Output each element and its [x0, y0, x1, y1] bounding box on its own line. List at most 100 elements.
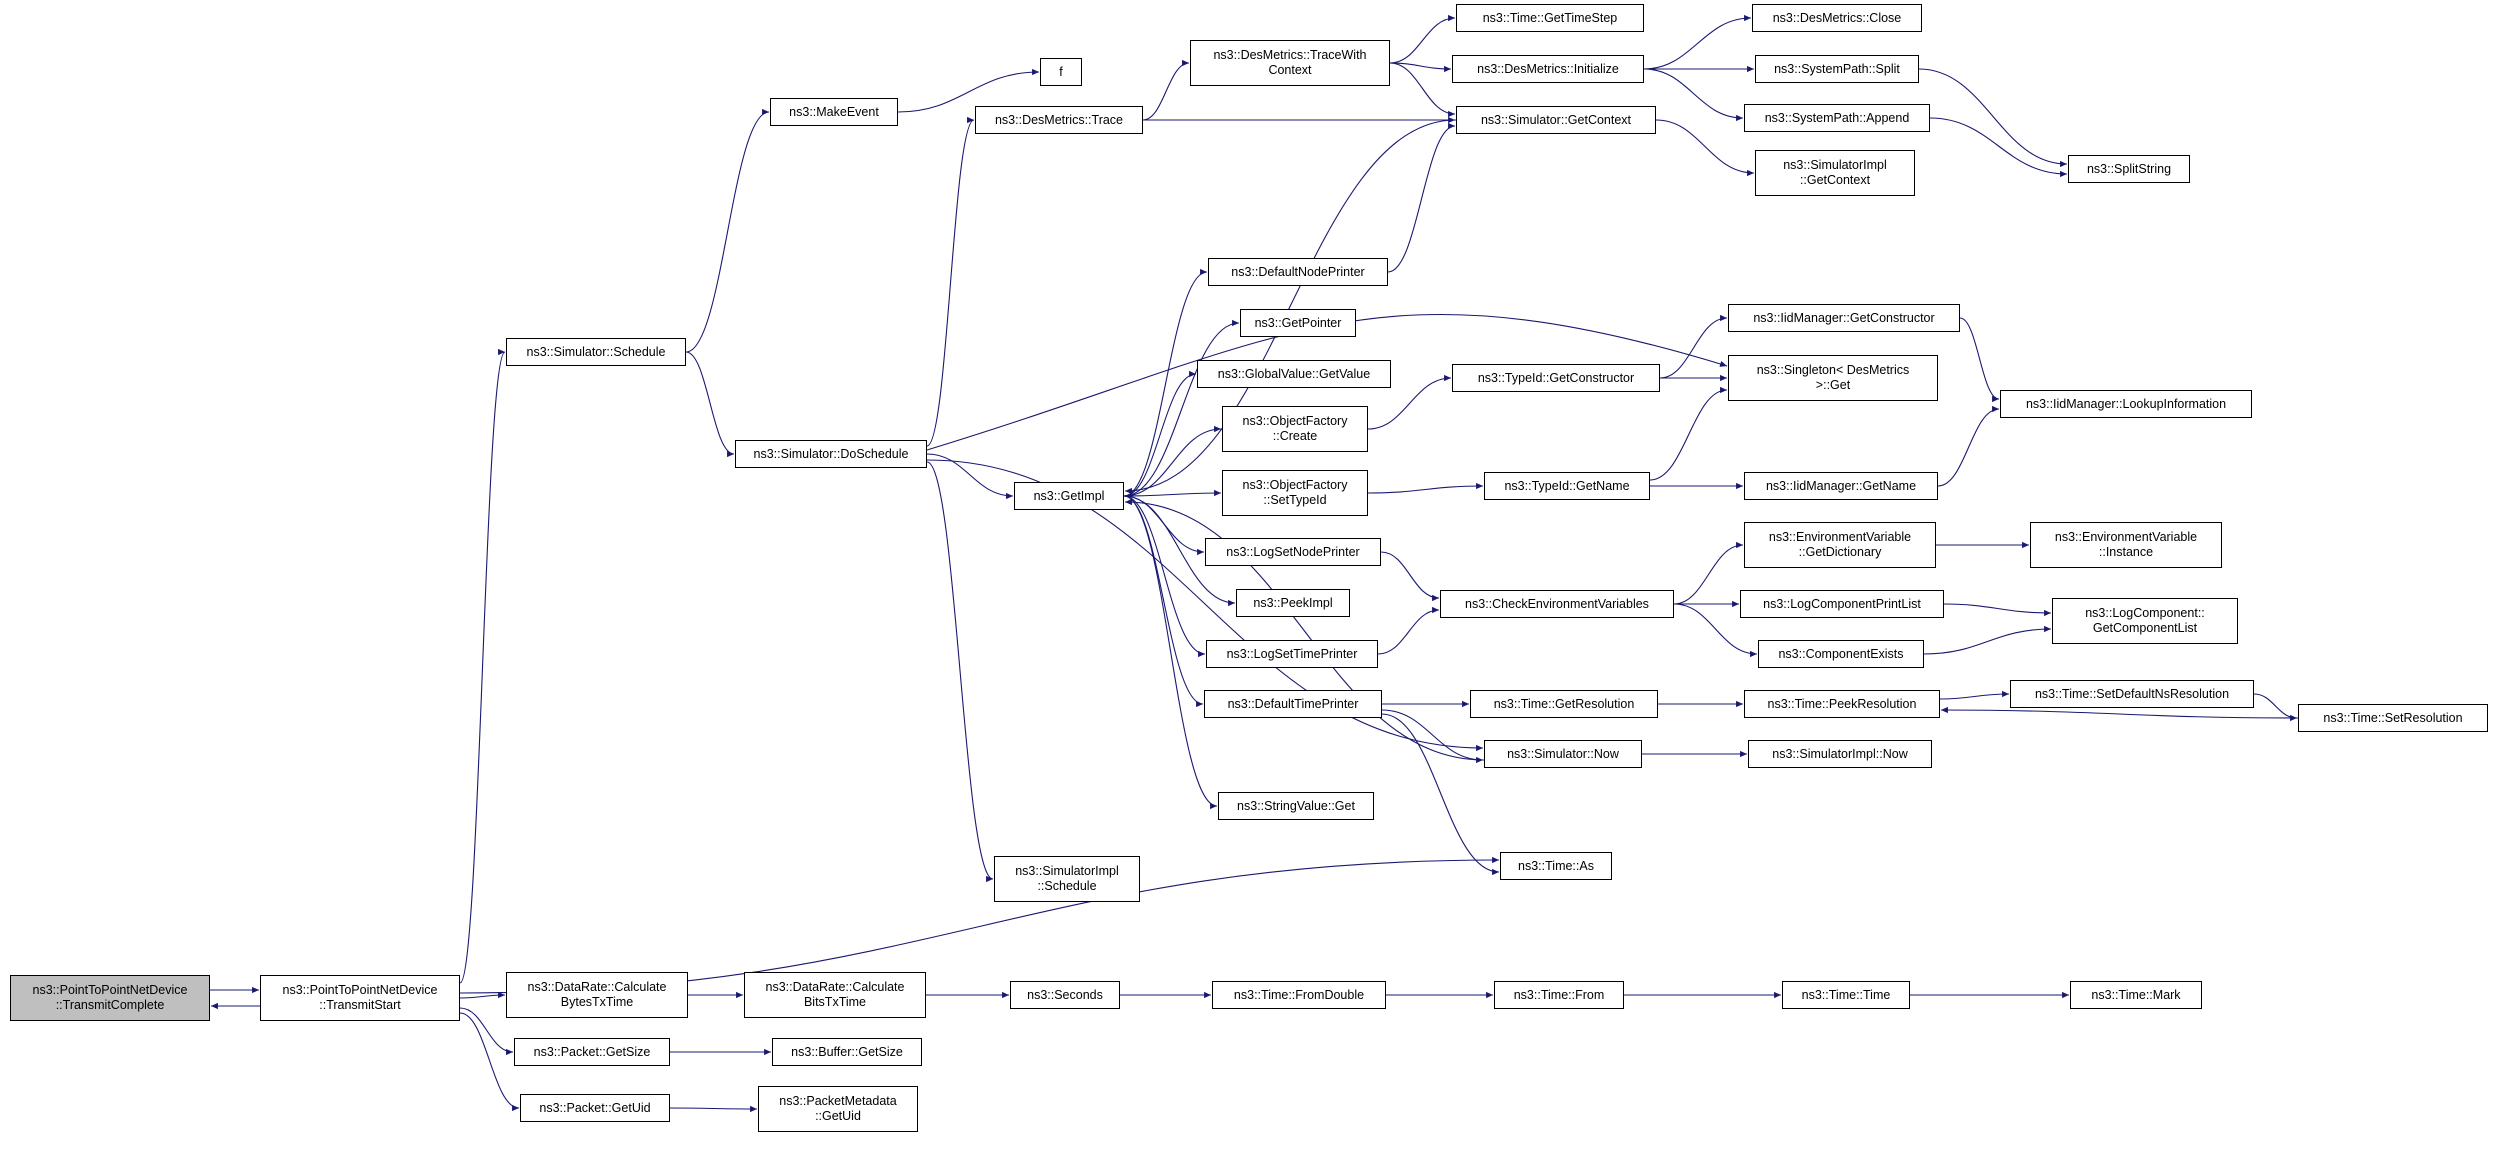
graph-node-transmit_start[interactable]: ns3::PointToPointNetDevice::TransmitStar… — [260, 975, 460, 1021]
graph-node-default_node_printer[interactable]: ns3::DefaultNodePrinter — [1208, 258, 1388, 286]
graph-node-iid_get_constructor[interactable]: ns3::IidManager::GetConstructor — [1728, 304, 1960, 332]
graph-node-from_double[interactable]: ns3::Time::FromDouble — [1212, 981, 1386, 1009]
graph-node-label: ns3::SimulatorImpl — [1015, 864, 1119, 878]
graph-node-get_context[interactable]: ns3::Simulator::GetContext — [1456, 106, 1656, 134]
call-edge-do_schedule-to-des_trace — [926, 117, 975, 447]
graph-node-transmit_complete[interactable]: ns3::PointToPointNetDevice::TransmitComp… — [10, 975, 210, 1021]
graph-node-label: ns3::Time::GetTimeStep — [1482, 10, 1618, 25]
call-edge-check_env-to-component_exists — [1673, 603, 1758, 658]
graph-node-label: ns3::Time::Time — [1801, 987, 1891, 1002]
graph-node-log_component_print_list[interactable]: ns3::LogComponentPrintList — [1740, 590, 1944, 618]
graph-node-label: BytesTxTime — [560, 995, 634, 1009]
graph-node-schedule[interactable]: ns3::Simulator::Schedule — [506, 338, 686, 366]
graph-node-impl_get_context[interactable]: ns3::SimulatorImpl::GetContext — [1755, 150, 1915, 196]
graph-node-des_close[interactable]: ns3::DesMetrics::Close — [1752, 4, 1922, 32]
graph-node-label: Context — [1268, 63, 1312, 77]
graph-node-sp_split[interactable]: ns3::SystemPath::Split — [1755, 55, 1919, 83]
graph-node-label: ns3::DefaultNodePrinter — [1231, 264, 1365, 279]
graph-node-get_impl[interactable]: ns3::GetImpl — [1014, 482, 1124, 510]
graph-node-label: ns3::Packet::GetSize — [533, 1044, 651, 1059]
call-edge-get_impl-to-string_value_get — [1123, 495, 1218, 810]
graph-node-label: ::SetTypeId — [1263, 493, 1327, 507]
graph-node-get_component_list[interactable]: ns3::LogComponent::GetComponentList — [2052, 598, 2238, 644]
graph-node-f[interactable]: f — [1040, 58, 1082, 86]
graph-node-label: ns3::Simulator::Schedule — [526, 344, 666, 359]
graph-node-label: ns3::IidManager::GetName — [1765, 478, 1917, 493]
call-edge-default_time_printer-to-now — [1381, 709, 1484, 764]
graph-node-label: ns3::SystemPath::Split — [1774, 61, 1900, 76]
graph-node-check_env[interactable]: ns3::CheckEnvironmentVariables — [1440, 590, 1674, 618]
graph-node-peek_impl[interactable]: ns3::PeekImpl — [1236, 589, 1350, 617]
graph-node-singleton_get[interactable]: ns3::Singleton< DesMetrics>::Get — [1728, 355, 1938, 401]
graph-node-time_peek_resolution[interactable]: ns3::Time::PeekResolution — [1744, 690, 1940, 718]
graph-node-iid_lookup[interactable]: ns3::IidManager::LookupInformation — [2000, 390, 2252, 418]
graph-node-sp_append[interactable]: ns3::SystemPath::Append — [1744, 104, 1930, 132]
graph-node-impl_schedule[interactable]: ns3::SimulatorImpl::Schedule — [994, 856, 1140, 902]
graph-node-time_from[interactable]: ns3::Time::From — [1494, 981, 1624, 1009]
graph-node-label: ns3::Buffer::GetSize — [791, 1044, 903, 1059]
call-edge-check_env-to-env_get_dictionary — [1673, 541, 1744, 605]
graph-node-packet_get_uid[interactable]: ns3::Packet::GetUid — [520, 1094, 670, 1122]
graph-node-label: ns3::SimulatorImpl — [1783, 158, 1887, 172]
graph-node-make_event[interactable]: ns3::MakeEvent — [770, 98, 898, 126]
graph-node-log_set_time_printer[interactable]: ns3::LogSetTimePrinter — [1206, 640, 1378, 668]
graph-node-do_schedule[interactable]: ns3::Simulator::DoSchedule — [735, 440, 927, 468]
graph-node-label: ns3::SystemPath::Append — [1764, 110, 1910, 125]
graph-node-time_mark[interactable]: ns3::Time::Mark — [2070, 981, 2202, 1009]
graph-node-tid_get_constructor[interactable]: ns3::TypeId::GetConstructor — [1452, 364, 1660, 392]
graph-node-time_time[interactable]: ns3::Time::Time — [1782, 981, 1910, 1009]
graph-node-now[interactable]: ns3::Simulator::Now — [1484, 740, 1642, 768]
graph-node-label: ns3::EnvironmentVariable — [2054, 530, 2198, 544]
graph-node-label: ns3::DefaultTimePrinter — [1227, 696, 1359, 711]
graph-node-label: ns3::StringValue::Get — [1237, 798, 1355, 813]
graph-node-set_default_ns_resolution[interactable]: ns3::Time::SetDefaultNsResolution — [2010, 680, 2254, 708]
graph-node-label: ::GetUid — [815, 1109, 861, 1123]
call-edge-iid_get_name-to-iid_lookup — [1937, 405, 2000, 487]
graph-node-label: ns3::DesMetrics::TraceWith — [1213, 48, 1367, 62]
graph-node-label: ns3::Simulator::GetContext — [1480, 112, 1632, 127]
call-edge-tid_get_name-to-singleton_get — [1649, 386, 1728, 481]
call-edge-iid_get_constructor-to-iid_lookup — [1959, 317, 2000, 403]
graph-node-impl_now[interactable]: ns3::SimulatorImpl::Now — [1748, 740, 1932, 768]
graph-node-label: ::Schedule — [1037, 879, 1097, 893]
graph-node-packet_get_size[interactable]: ns3::Packet::GetSize — [514, 1038, 670, 1066]
graph-node-global_get_value[interactable]: ns3::GlobalValue::GetValue — [1197, 360, 1391, 388]
graph-node-get_time_step[interactable]: ns3::Time::GetTimeStep — [1456, 4, 1644, 32]
graph-node-tid_get_name[interactable]: ns3::TypeId::GetName — [1484, 472, 1650, 500]
graph-node-seconds[interactable]: ns3::Seconds — [1010, 981, 1120, 1009]
graph-node-label: ns3::Singleton< DesMetrics — [1756, 363, 1910, 377]
call-edge-component_exists-to-get_component_list — [1923, 625, 2052, 655]
graph-node-label: ns3::Time::From — [1513, 987, 1605, 1002]
graph-node-buffer_get_size[interactable]: ns3::Buffer::GetSize — [772, 1038, 922, 1066]
call-edge-trace_with_context-to-get_time_step — [1389, 14, 1456, 64]
graph-node-string_value_get[interactable]: ns3::StringValue::Get — [1218, 792, 1374, 820]
graph-node-time_as[interactable]: ns3::Time::As — [1500, 852, 1612, 880]
graph-node-label: ns3::IidManager::LookupInformation — [2025, 396, 2227, 411]
graph-node-env_get_dictionary[interactable]: ns3::EnvironmentVariable::GetDictionary — [1744, 522, 1936, 568]
graph-node-factory_create[interactable]: ns3::ObjectFactory::Create — [1222, 406, 1368, 452]
graph-node-get_pointer[interactable]: ns3::GetPointer — [1240, 309, 1356, 337]
graph-node-label: ::Instance — [2098, 545, 2154, 559]
graph-node-label: ns3::Time::SetDefaultNsResolution — [2034, 686, 2230, 701]
graph-node-pm_get_uid[interactable]: ns3::PacketMetadata::GetUid — [758, 1086, 918, 1132]
graph-node-split_string[interactable]: ns3::SplitString — [2068, 155, 2190, 183]
graph-node-factory_set_type_id[interactable]: ns3::ObjectFactory::SetTypeId — [1222, 470, 1368, 516]
graph-node-des_trace[interactable]: ns3::DesMetrics::Trace — [975, 106, 1143, 134]
graph-node-label: ns3::ComponentExists — [1778, 646, 1904, 661]
graph-node-component_exists[interactable]: ns3::ComponentExists — [1758, 640, 1924, 668]
call-edge-get_impl-to-default_node_printer — [1123, 268, 1208, 497]
call-edge-log_set_node_printer-to-check_env — [1380, 551, 1440, 602]
graph-node-env_instance[interactable]: ns3::EnvironmentVariable::Instance — [2030, 522, 2222, 568]
graph-node-time_get_resolution[interactable]: ns3::Time::GetResolution — [1470, 690, 1658, 718]
graph-node-iid_get_name[interactable]: ns3::IidManager::GetName — [1744, 472, 1938, 500]
graph-node-label: ns3::PeekImpl — [1253, 595, 1333, 610]
call-edge-tid_get_constructor-to-iid_get_constructor — [1659, 314, 1728, 379]
graph-node-des_initialize[interactable]: ns3::DesMetrics::Initialize — [1452, 55, 1644, 83]
call-edge-schedule-to-make_event — [685, 108, 770, 353]
graph-node-time_set_resolution[interactable]: ns3::Time::SetResolution — [2298, 704, 2488, 732]
graph-node-default_time_printer[interactable]: ns3::DefaultTimePrinter — [1204, 690, 1382, 718]
graph-node-log_set_node_printer[interactable]: ns3::LogSetNodePrinter — [1205, 538, 1381, 566]
